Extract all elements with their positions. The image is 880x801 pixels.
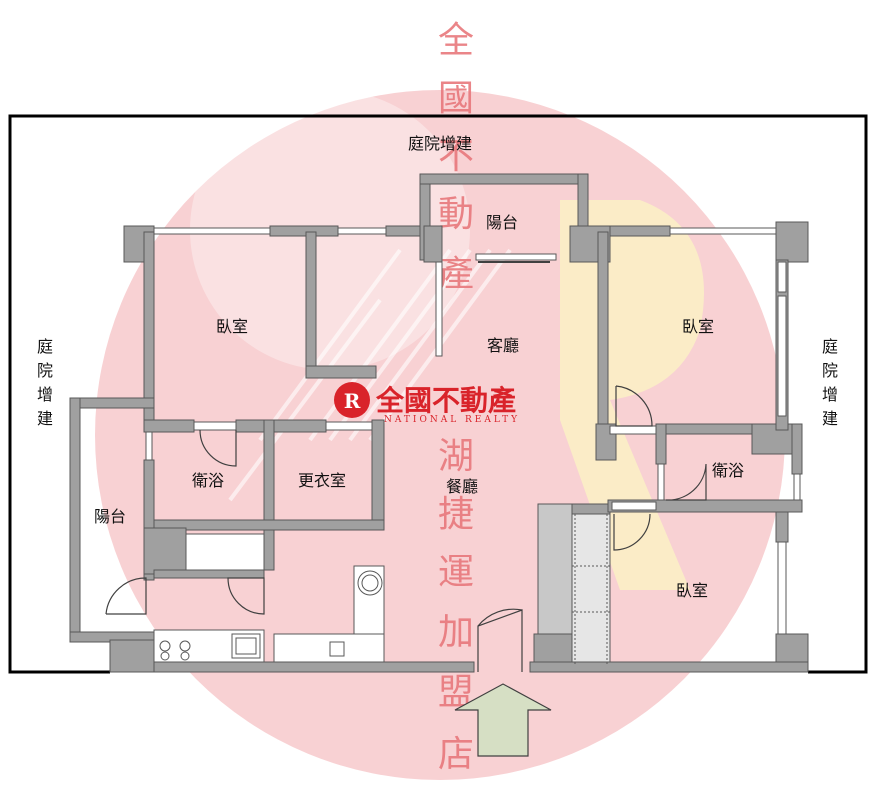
kitchen — [153, 533, 385, 663]
label-yard-left-char: 院 — [37, 361, 53, 380]
watermark-disc — [95, 90, 785, 780]
label-bath-w: 衛浴 — [192, 471, 224, 490]
label-bedroom-se: 臥室 — [676, 581, 708, 600]
watermark-store-char: 全 — [438, 20, 474, 61]
label-yard-right-char: 庭 — [822, 337, 838, 356]
label-dining-room: 餐廳 — [446, 477, 478, 496]
label-yard-right-char: 建 — [822, 409, 838, 428]
label-yard-right-char: 增 — [822, 385, 838, 404]
watermark-streaks — [228, 248, 512, 502]
door-swing — [613, 513, 651, 551]
label-yard-left: 庭院增建 — [37, 337, 53, 428]
watermark-store-char: 店 — [438, 734, 474, 775]
entrance-arrow-icon — [454, 683, 552, 757]
label-bath-e: 衛浴 — [712, 461, 744, 480]
watermark-store-char: 湖 — [438, 436, 474, 477]
watermark-r-letter — [560, 200, 704, 590]
watermark-store-char: 加 — [438, 612, 474, 653]
brand-logo-icon — [334, 382, 370, 418]
label-yard-left-char: 庭 — [37, 337, 53, 356]
label-living-room: 客廳 — [487, 336, 519, 355]
label-yard-right: 庭院增建 — [822, 337, 838, 428]
door-swing — [665, 463, 707, 501]
label-bedroom-ne: 臥室 — [682, 317, 714, 336]
label-yard-top: 庭院增建 — [408, 134, 472, 153]
door-swing — [199, 429, 237, 467]
svg-text:R: R — [344, 389, 361, 413]
watermark-store-char: 運 — [438, 552, 474, 593]
entrance-door — [477, 609, 523, 672]
label-balcony-left: 陽台 — [94, 507, 126, 526]
door-swing — [105, 577, 147, 615]
door-swing — [615, 385, 653, 427]
property-boundary — [8, 114, 868, 674]
label-yard-left-char: 增 — [37, 385, 53, 404]
wardrobe — [572, 514, 610, 664]
brand-logo: R 全國不動產 NATIONAL REALTY — [334, 382, 520, 425]
label-yard-left-char: 建 — [37, 409, 53, 428]
watermark-store-char: 捷 — [438, 494, 474, 535]
watermark-store-char: 動 — [438, 194, 474, 235]
brand-name: 全國不動產 — [375, 384, 516, 417]
label-dressing-room: 更衣室 — [298, 471, 346, 490]
door-swing — [227, 577, 265, 615]
label-yard-right-char: 院 — [822, 361, 838, 380]
watermark-store-char: 國 — [438, 78, 474, 119]
windows — [145, 227, 801, 635]
label-balcony-top: 陽台 — [486, 213, 518, 232]
watermark-store-char: 不 — [438, 136, 474, 177]
stove-burner-icon — [179, 640, 191, 652]
label-bedroom-nw: 臥室 — [216, 317, 248, 336]
brand-tagline: NATIONAL REALTY — [384, 415, 520, 425]
watermark-store-char: 產 — [438, 254, 474, 295]
partition-post — [435, 261, 443, 357]
stove-burner-icon — [159, 640, 171, 652]
doors — [105, 261, 707, 672]
